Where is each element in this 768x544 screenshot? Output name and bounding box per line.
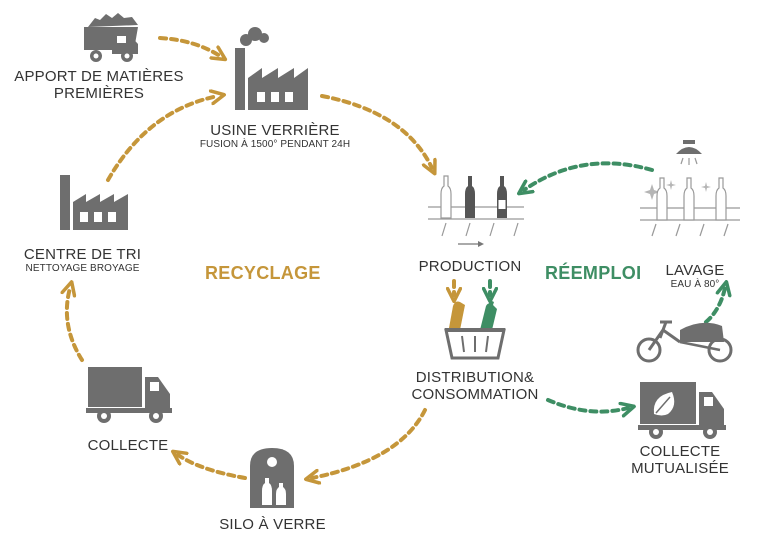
arrow-collection-to-sorting [67,288,84,362]
arrow-sorting-to-glassworks [106,96,218,182]
washing-title: LAVAGE [665,262,725,279]
reuse-cycle-title: RÉEMPLOI [545,263,642,283]
collection-title: COLLECTE [87,437,169,454]
basket-icon [444,300,506,360]
arrow-distribution-to-pooled-collection [546,398,628,412]
arrow-washing-to-production [524,161,654,190]
recycling-cycle-title: RECYCLAGE [205,263,321,283]
sorting-title: CENTRE DE TRI [23,246,142,263]
step-distribution-label: DISTRIBUTION& CONSOMMATION [400,369,550,403]
step-glassworks-label: USINE VERRIÈRE FUSION À 1500° PENDANT 24… [175,122,375,151]
step-washing-label: LAVAGE EAU À 80° [645,262,745,291]
arrow-raw-to-glassworks [158,36,220,56]
step-production-label: PRODUCTION [410,258,530,275]
pooled-collection-title: COLLECTE MUTUALISÉE [631,443,729,477]
production-title: PRODUCTION [418,258,522,275]
arrow-cargo-bike-to-washing [704,288,725,324]
glassworks-title: USINE VERRIÈRE [210,122,340,139]
arrow-distribution-to-silo [312,408,427,478]
washing-subtitle: EAU À 80° [670,279,720,290]
distribution-title: DISTRIBUTION& CONSOMMATION [411,369,539,403]
truck-icon [86,367,172,423]
cargo-bike-icon [636,320,733,363]
arrow-glassworks-to-production [320,94,432,168]
sorting-subtitle: NETTOYAGE BROYAGE [25,263,140,274]
step-collection-label: COLLECTE [78,437,178,454]
raw-materials-title: APPORT DE MATIÈRES PREMIÈRES [14,68,184,102]
step-pooled-collection-label: COLLECTE MUTUALISÉE [620,443,740,477]
step-sorting-label: CENTRE DE TRI NETTOYAGE BROYAGE [10,246,155,275]
dump-truck-icon [84,13,138,62]
glass-silo-icon [250,448,294,508]
step-raw-materials-label: APPORT DE MATIÈRES PREMIÈRES [8,68,190,102]
eco-truck-icon [638,382,726,439]
washing-shower-icon [640,140,740,237]
glassworks-subtitle: FUSION À 1500° PENDANT 24H [199,139,351,150]
factory-icon [235,27,308,110]
bottling-line-icon [428,175,524,247]
silo-title: SILO À VERRE [219,516,326,533]
arrow-silo-to-collection [178,455,247,480]
factory-icon [60,175,128,230]
step-silo-label: SILO À VERRE [205,516,340,533]
